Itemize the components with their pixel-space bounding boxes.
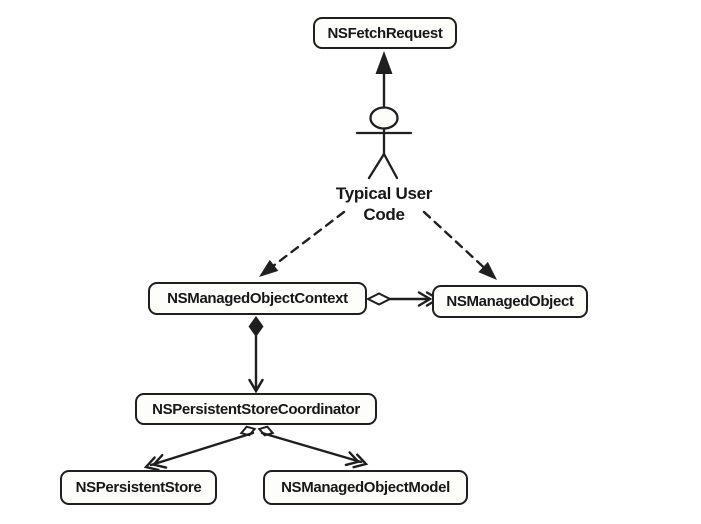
filled-arrowhead-icon [478,261,497,280]
filled-arrowhead-icon [375,51,393,74]
double-chevron-arrowhead-icon [143,453,168,472]
actor-leg-left [367,152,386,180]
actor-caption: Typical User Code [314,183,454,225]
actor-caption-line2: Code [363,205,405,224]
edge-user-context [262,210,346,275]
edge-user-managedobject [422,210,494,277]
node-nsmanagedobject: NSManagedObject [432,285,588,318]
filled-arrowhead-icon [259,259,279,277]
double-chevron-arrowhead-icon [344,451,369,469]
node-nsfetchrequest: NSFetchRequest [313,17,457,49]
chevron-arrowhead-icon [248,378,264,394]
actor-leg-right [382,152,399,180]
actor-head [369,106,399,130]
node-nsmanagedobjectmodel: NSManagedObjectModel [263,470,468,505]
actor-figure-icon [355,106,413,180]
edge-coordinator-model [260,431,363,464]
node-nspersistentstorecoordinator: NSPersistentStoreCoordinator [135,393,377,425]
node-nsmanagedobjectcontext: NSManagedObjectContext [148,282,367,315]
filled-diamond-icon [248,316,264,337]
node-nspersistentstore: NSPersistentStore [60,470,217,505]
edge-coordinator-persistentstore [149,431,255,467]
open-diamond-icon [365,292,393,306]
actor-caption-line1: Typical User [335,184,433,203]
